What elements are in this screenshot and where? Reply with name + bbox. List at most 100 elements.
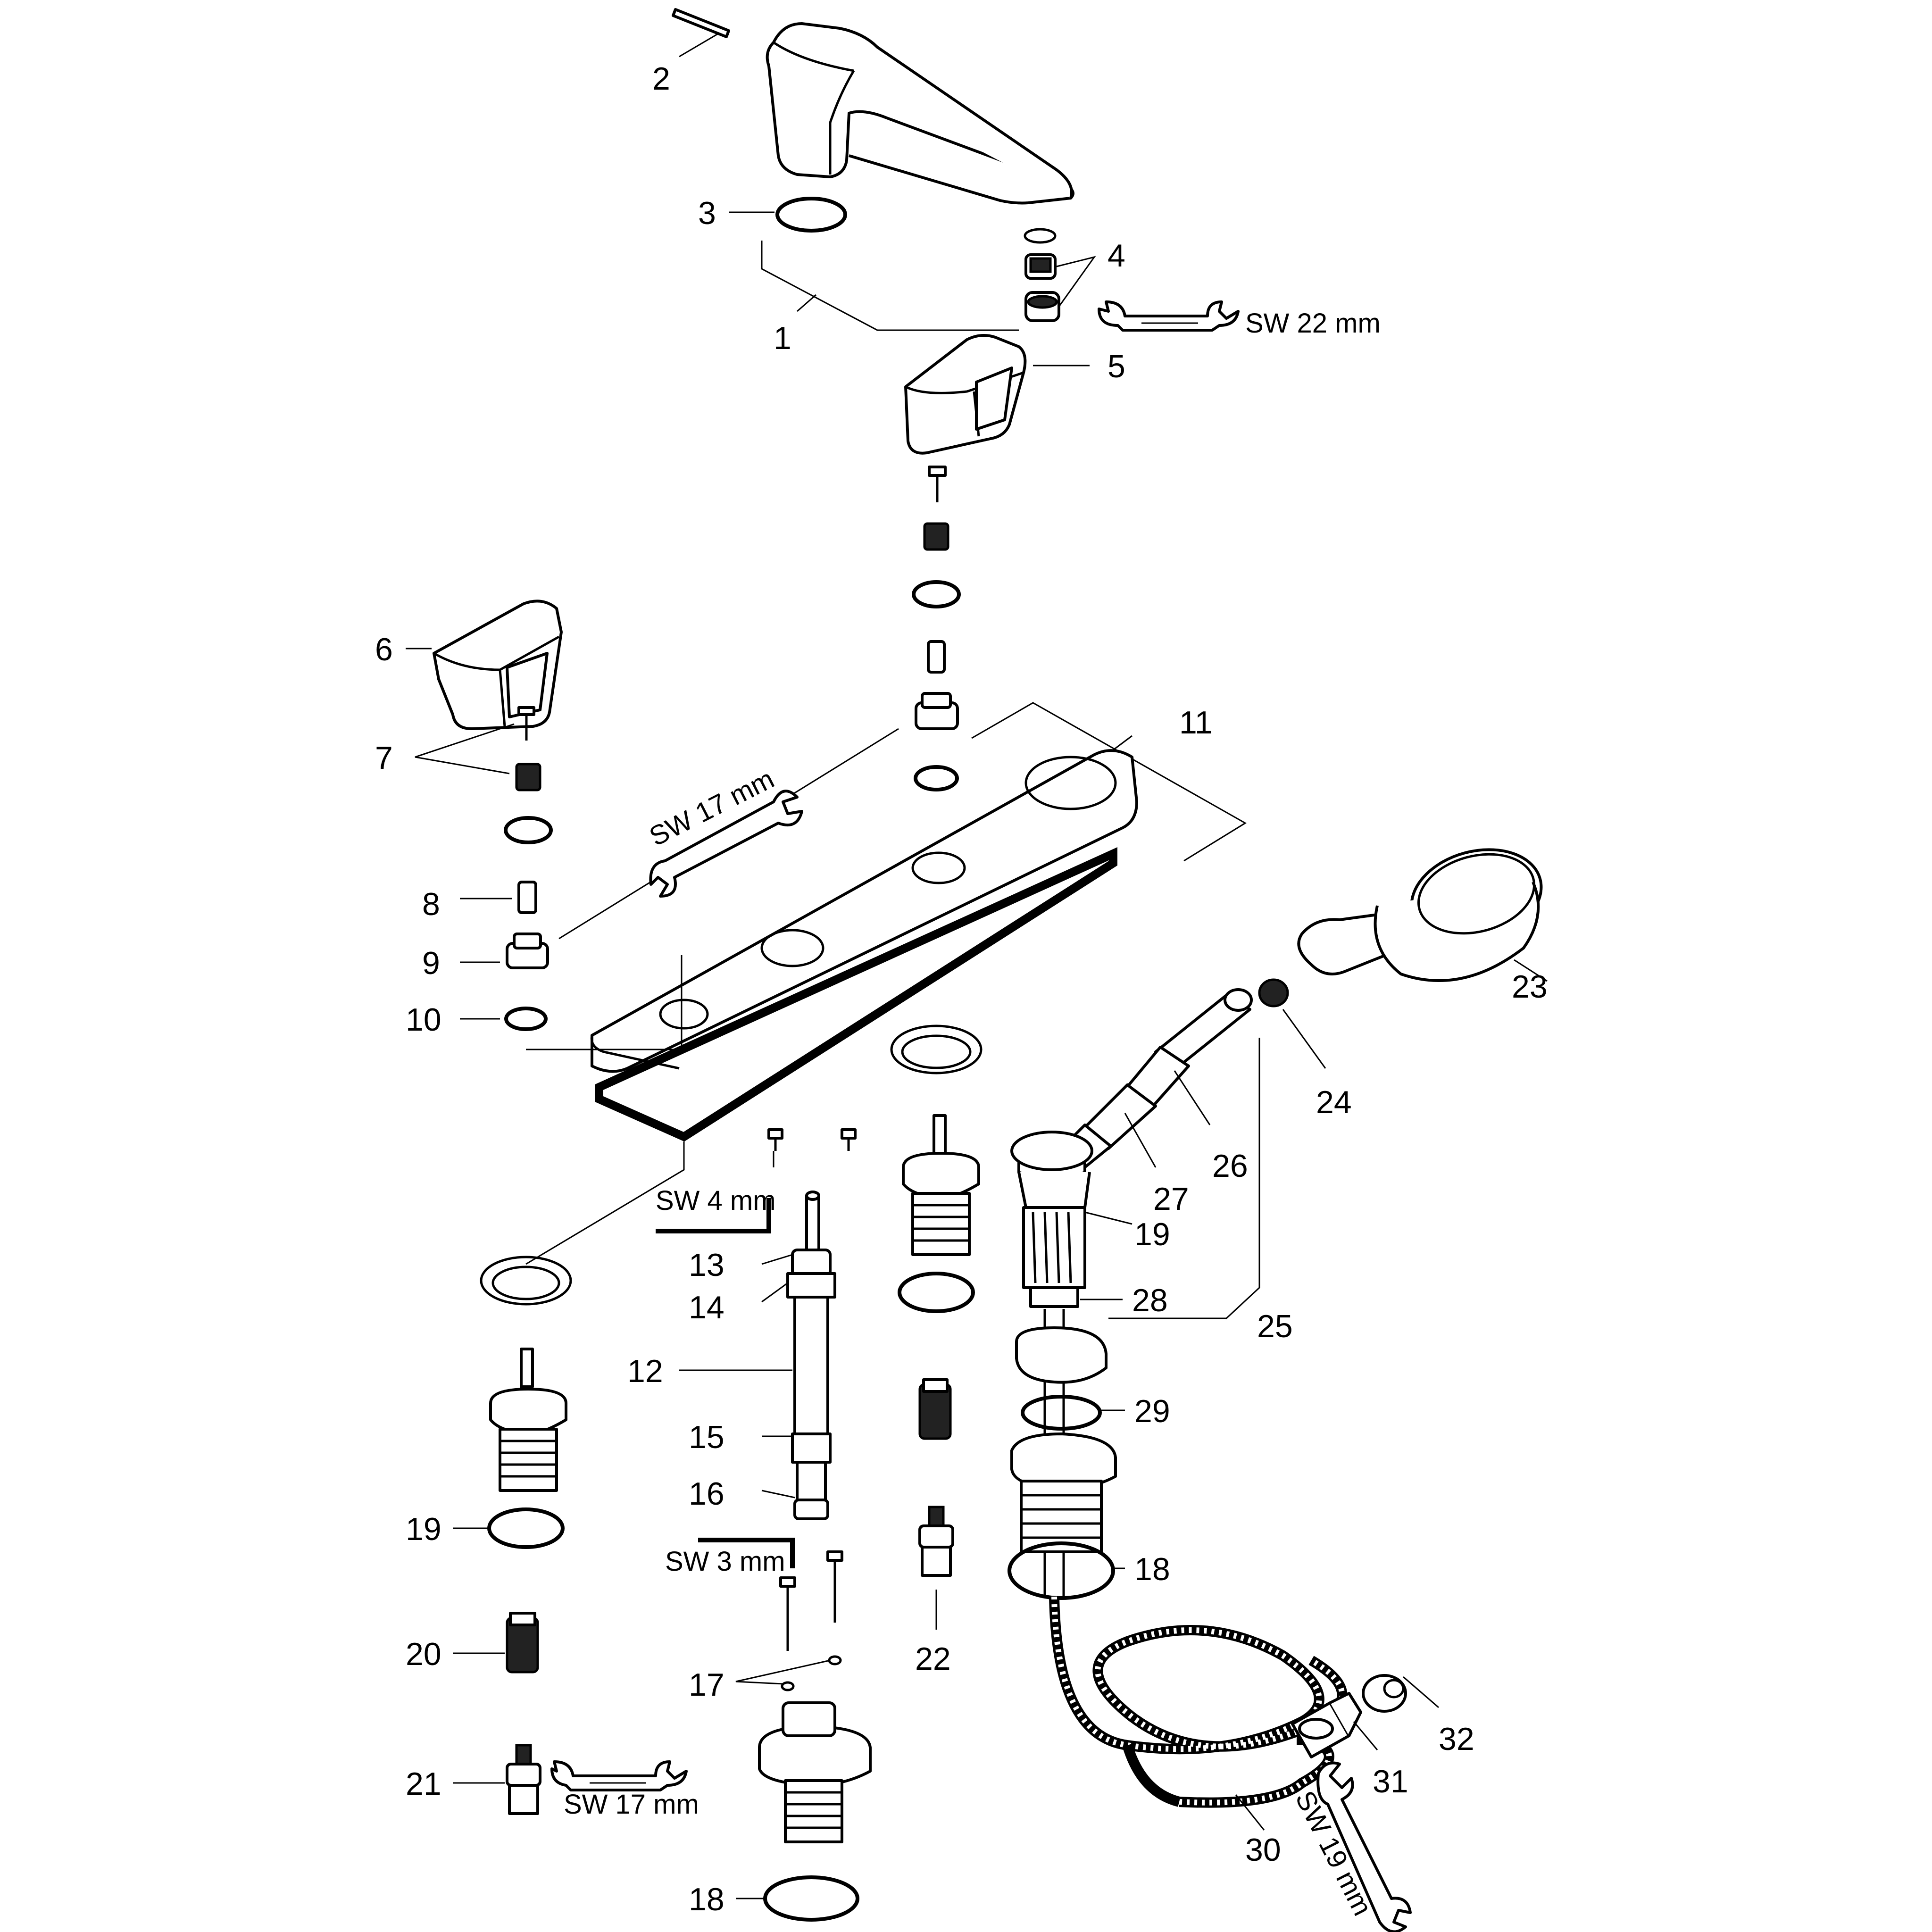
cartridge-part-20 (506, 1612, 539, 1674)
wrench-sw19-icon (1316, 1761, 1412, 1932)
label-32: 32 (1439, 1721, 1474, 1757)
leader-1 (797, 294, 816, 312)
aerator-part-4 (1024, 228, 1060, 322)
center-screws-lower (767, 1128, 857, 1151)
leader-4 (1056, 256, 1096, 307)
label-23: 23 (1512, 969, 1548, 1005)
wrench-sw17a-icon (649, 790, 803, 898)
tool-label-sw3: SW 3 mm (665, 1546, 785, 1577)
connector-part-32 (1362, 1674, 1407, 1713)
leader-18-lower (525, 1141, 685, 1265)
label-26: 26 (1212, 1148, 1248, 1184)
leader-25-bracket (1108, 1038, 1260, 1319)
center-long-screws (779, 1550, 843, 1691)
leader-17 (735, 1659, 831, 1685)
label-2: 2 (652, 61, 670, 97)
label-17: 17 (689, 1667, 724, 1703)
leader-11-bracket (971, 702, 1247, 862)
leader-24 (1282, 1009, 1326, 1069)
deck-plate (590, 749, 1138, 1073)
valve-part-22 (918, 1506, 954, 1577)
label-3: 3 (698, 195, 716, 231)
valve-part-21 (506, 1744, 541, 1815)
leader-26 (1174, 1070, 1211, 1125)
label-12: 12 (627, 1353, 663, 1389)
o-ring-part-19-left (487, 1507, 565, 1549)
label-15: 15 (689, 1419, 724, 1455)
leader-32 (1403, 1676, 1439, 1708)
wrench-sw22-icon (1098, 300, 1240, 332)
shower-hose-part-30 (1049, 1596, 1348, 1808)
handle-part-5 (904, 334, 1027, 455)
spout (766, 22, 1074, 205)
holder-body-right (1017, 1172, 1091, 1308)
label-9: 9 (422, 945, 440, 981)
hose-nut-part-31 (1291, 1692, 1362, 1758)
label-11: 11 (1179, 705, 1213, 741)
label-28: 28 (1132, 1282, 1168, 1318)
leader-1-bracket (761, 241, 1019, 331)
leader-31 (1353, 1721, 1378, 1750)
label-18-lower: 18 (689, 1882, 724, 1917)
label-31: 31 (1373, 1764, 1408, 1799)
label-8: 8 (422, 886, 440, 922)
leader-27 (1124, 1113, 1157, 1168)
label-5: 5 (1108, 349, 1125, 384)
leader-2 (679, 32, 720, 58)
center-washer-inner (901, 1034, 972, 1069)
leader-19-right (1084, 1211, 1133, 1225)
label-6: 6 (375, 632, 393, 667)
label-22: 22 (915, 1641, 951, 1677)
center-right-valve-body (902, 1114, 980, 1256)
o-ring-part-3 (775, 197, 847, 233)
leader-7 (415, 723, 515, 774)
label-14: 14 (689, 1290, 724, 1325)
part-labels: 2 3 4 1 5 6 7 11 8 9 10 23 24 26 27 19 1… (375, 61, 1548, 1917)
hand-shower-part-23 (1297, 848, 1543, 982)
leader-23 (1514, 959, 1548, 982)
left-valve-body (489, 1348, 567, 1492)
label-18-right: 18 (1134, 1551, 1170, 1587)
label-19-left: 19 (406, 1511, 441, 1547)
o-ring-center-right (898, 1272, 975, 1313)
deck-plate-gasket (595, 847, 1117, 1142)
label-29: 29 (1134, 1393, 1170, 1429)
tool-size-labels: SW 22 mm SW 17 mm SW 4 mm SW 3 mm SW 17 … (564, 308, 1381, 1920)
center-valve-stack-upper (912, 466, 961, 791)
left-valve-stack-upper (504, 706, 553, 1031)
center-washer (890, 1024, 983, 1074)
tool-label-sw17b: SW 17 mm (564, 1789, 699, 1820)
label-19-right: 19 (1134, 1216, 1170, 1252)
tool-label-sw4: SW 4 mm (656, 1185, 776, 1216)
leader-30 (1235, 1794, 1265, 1831)
label-13: 13 (689, 1247, 724, 1283)
shower-holder-assembly (1010, 988, 1253, 1182)
label-10: 10 (406, 1002, 441, 1038)
leader-14 (761, 1282, 788, 1303)
center-lower-body (758, 1701, 872, 1843)
label-20: 20 (406, 1636, 441, 1672)
right-lower-rings (1008, 1309, 1117, 1600)
leader-13 (761, 1254, 793, 1265)
o-ring-part-18-lower (763, 1875, 859, 1922)
tool-label-sw22: SW 22 mm (1245, 308, 1381, 339)
allen-key-sw4-icon (656, 1198, 771, 1233)
leader-10-bracket (526, 955, 683, 1050)
leader-16 (761, 1490, 795, 1499)
label-30: 30 (1245, 1832, 1281, 1868)
label-25: 25 (1257, 1308, 1293, 1344)
label-1: 1 (774, 320, 791, 356)
handle-part-6 (433, 600, 563, 730)
wrench-sw17b-icon (550, 1760, 688, 1791)
cartridge-part-12 (786, 1191, 836, 1520)
cartridge-center-right (918, 1378, 952, 1440)
filter-part-24 (1258, 978, 1289, 1008)
label-27: 27 (1153, 1181, 1189, 1217)
left-washer (480, 1256, 572, 1306)
label-24: 24 (1316, 1084, 1352, 1120)
label-7: 7 (375, 740, 393, 776)
allen-key-sw3-icon (698, 1538, 795, 1568)
label-4: 4 (1108, 238, 1125, 274)
